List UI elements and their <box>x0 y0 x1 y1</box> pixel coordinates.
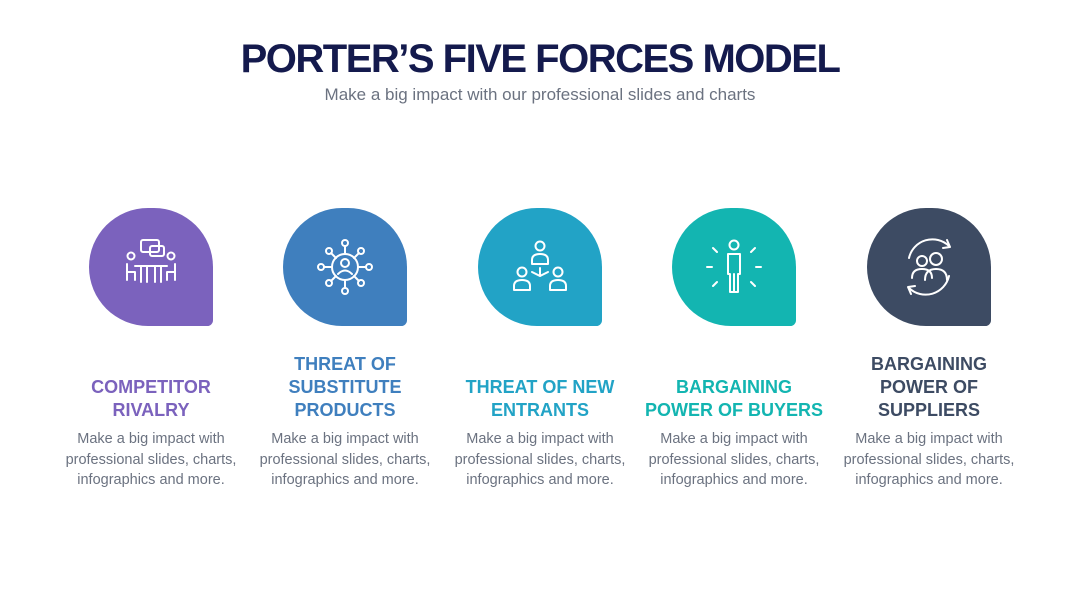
force-badge <box>867 208 991 326</box>
force-description: Make a big impact with professional slid… <box>65 431 237 488</box>
slide-title: PORTER’S FIVE FORCES MODEL <box>240 37 841 81</box>
slide-subtitle: Make a big impact with our professional … <box>324 85 756 104</box>
force-badge <box>672 208 796 326</box>
force-heading: COMPETITOR RIVALRY <box>91 377 211 420</box>
force-heading: BARGAINING POWER OF BUYERS <box>644 377 823 420</box>
force-description: Make a big impact with professional slid… <box>648 431 820 488</box>
force-description: Make a big impact with professional slid… <box>259 431 431 488</box>
team-hierarchy-icon <box>513 240 567 291</box>
force-badge <box>283 208 407 326</box>
force-heading: THREAT OF NEW ENTRANTS <box>465 377 615 420</box>
force-badge <box>478 208 602 326</box>
force-description: Make a big impact with professional slid… <box>454 431 626 488</box>
person-radiating-icon <box>706 239 762 293</box>
users-cycle-icon <box>907 238 951 296</box>
force-description: Make a big impact with professional slid… <box>843 431 1015 488</box>
network-user-icon <box>317 239 373 295</box>
force-heading: BARGAINING POWER OF SUPPLIERS <box>871 354 987 420</box>
meeting-table-icon <box>126 239 176 283</box>
force-heading: THREAT OF SUBSTITUTE PRODUCTS <box>288 354 402 420</box>
force-badge <box>89 208 213 326</box>
